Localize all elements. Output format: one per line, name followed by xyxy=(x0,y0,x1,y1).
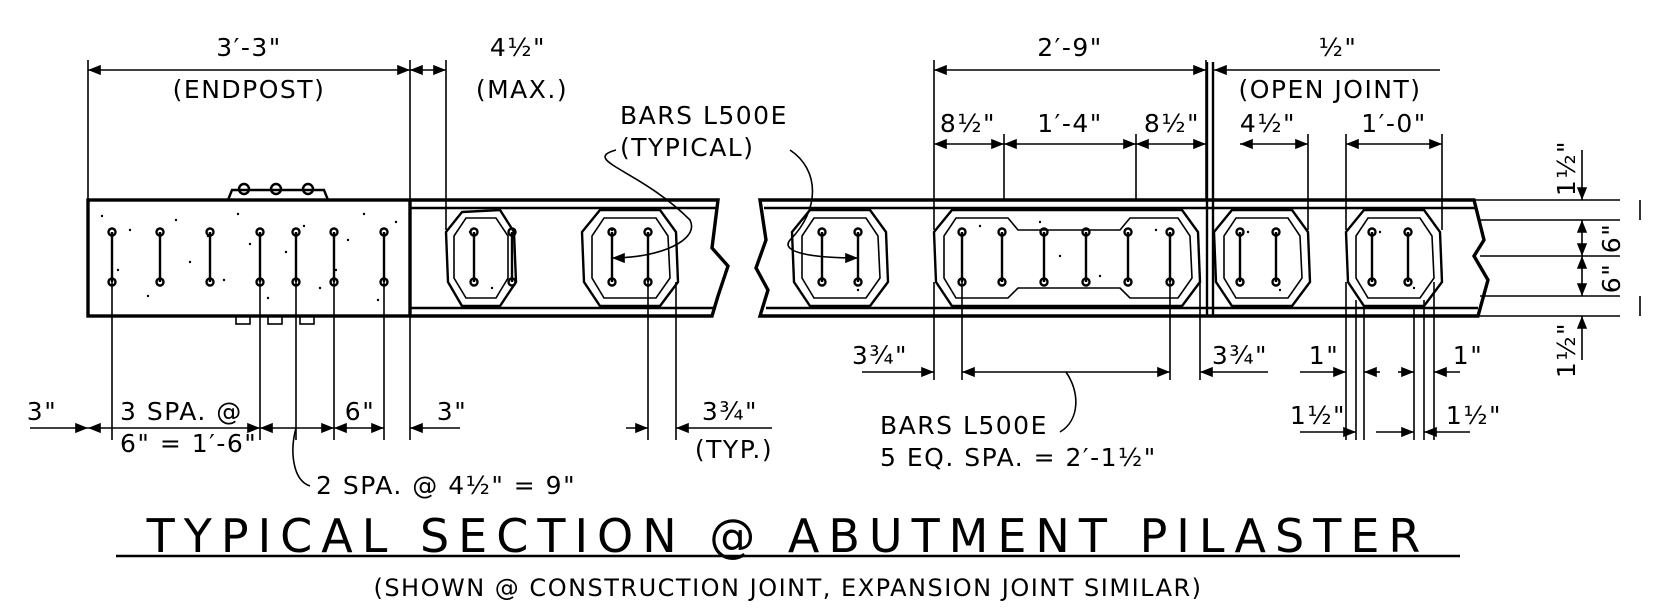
dim-spa-6: 6" xyxy=(345,397,375,426)
dimension-lines xyxy=(30,60,1641,558)
dim-spa-line2: 6" = 1′-6" xyxy=(120,429,257,458)
dim-mid-right: 8½" xyxy=(1144,109,1200,138)
dim-typ-label: (TYP.) xyxy=(695,435,773,464)
drawing-title: TYPICAL SECTION @ ABUTMENT PILASTER xyxy=(146,509,1430,563)
dim-spa-3: 3" xyxy=(437,397,467,426)
bars-bottom-2: 5 EQ. SPA. = 2′-1½" xyxy=(880,443,1157,472)
dim-cover-right: 3¾" xyxy=(1212,341,1268,370)
dim-upper-half: 6" xyxy=(1597,223,1626,253)
dim-max-label: (MAX.) xyxy=(476,75,568,104)
dim-one-half-right: 1½" xyxy=(1446,401,1502,430)
dim-mid-left: 8½" xyxy=(940,109,996,138)
dim-one-half-left: 1½" xyxy=(1290,401,1346,430)
dim-top-cover: 1½" xyxy=(1552,140,1581,196)
bars-typical: (TYPICAL) xyxy=(620,133,754,162)
endpost-block xyxy=(86,198,412,318)
dim-max-gap: 4½" xyxy=(490,33,546,62)
dim-one-left: 1" xyxy=(1309,341,1339,370)
bars-bottom-1: BARS L500E xyxy=(880,411,1048,440)
dim-joint-width: ½" xyxy=(1319,33,1358,62)
dim-joint-label: (OPEN JOINT) xyxy=(1238,75,1421,104)
drawing-subtitle: (SHOWN @ CONSTRUCTION JOINT, EXPANSION J… xyxy=(373,574,1202,602)
dim-cover-left: 3¾" xyxy=(852,341,908,370)
dim-spa-line1: 3 SPA. @ xyxy=(120,397,243,426)
deck-left xyxy=(410,198,730,318)
dimension-labels: 3′-3" (ENDPOST) 4½" (MAX.) BARS L500E (T… xyxy=(27,33,1626,500)
dim-mid-center: 1′-4" xyxy=(1037,109,1103,138)
dim-bottom-cover: 1½" xyxy=(1552,322,1581,378)
dim-middle-width: 2′-9" xyxy=(1037,33,1103,62)
concrete-hatch xyxy=(100,212,1416,302)
bars-label: BARS L500E xyxy=(620,101,788,130)
dim-spa-2: 2 SPA. @ 4½" = 9" xyxy=(316,471,576,500)
dim-lower-half: 6" xyxy=(1597,263,1626,293)
anchor-bolts xyxy=(226,182,330,325)
dim-left-edge: 3" xyxy=(27,397,57,426)
dim-one-right: 1" xyxy=(1453,341,1483,370)
dim-endpost-label: (ENDPOST) xyxy=(173,75,326,104)
dim-typ-334: 3¾" xyxy=(702,397,758,426)
dim-right-left: 4½" xyxy=(1240,109,1296,138)
dim-endpost-width: 3′-3" xyxy=(216,33,282,62)
dim-right-center: 1′-0" xyxy=(1361,109,1427,138)
octagon-voids xyxy=(444,208,1444,308)
